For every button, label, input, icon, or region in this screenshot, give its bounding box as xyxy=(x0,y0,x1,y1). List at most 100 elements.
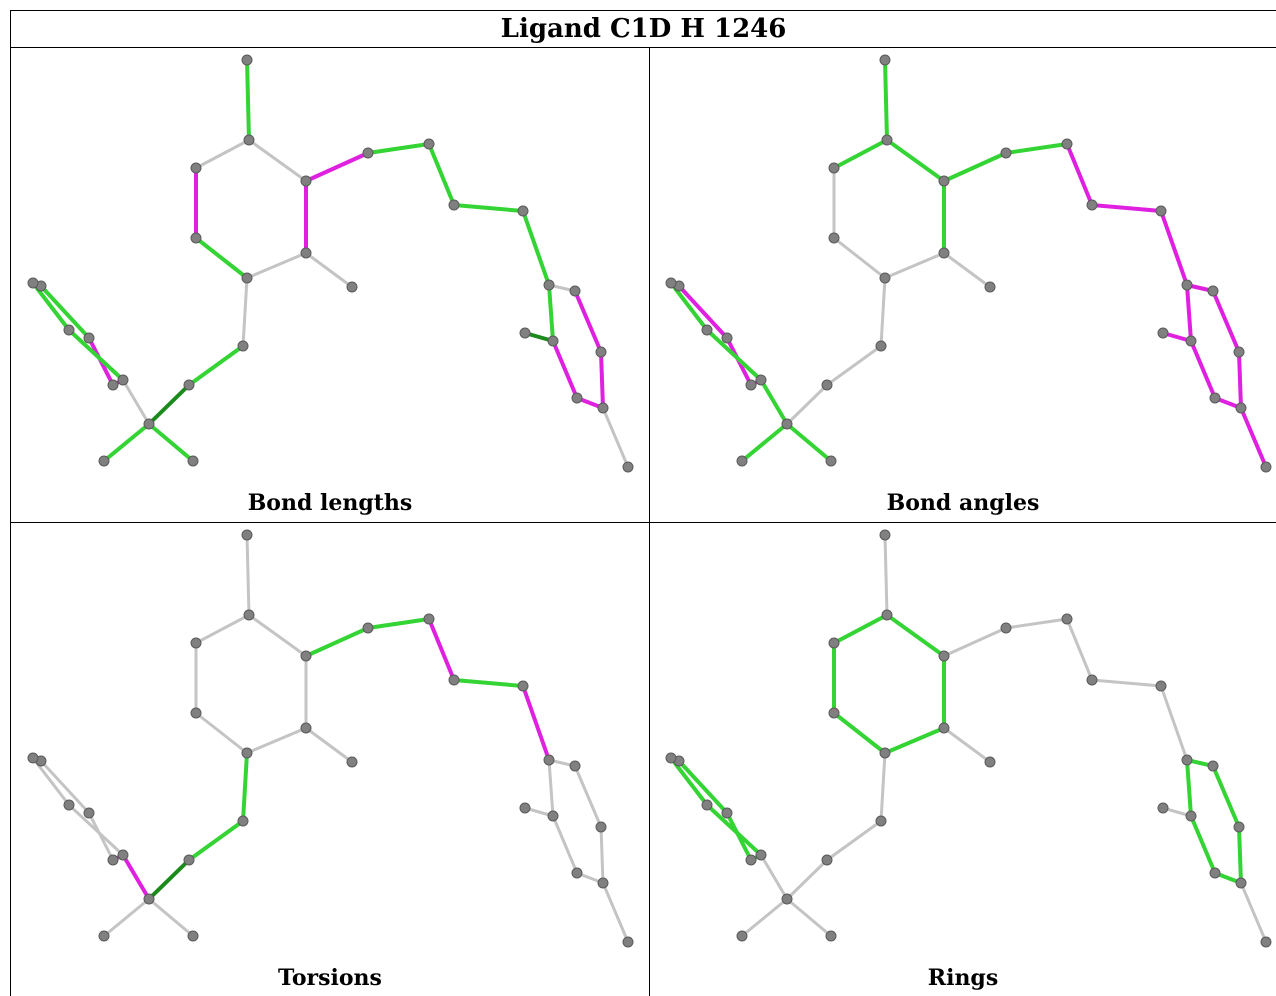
bond-19 xyxy=(1239,881,1268,944)
atom-17 xyxy=(519,802,531,814)
atom-3 xyxy=(828,707,840,719)
bond-6 xyxy=(247,138,308,183)
atom-2 xyxy=(190,637,202,649)
bond-32 xyxy=(705,803,763,857)
atom-9 xyxy=(448,674,460,686)
atom-15 xyxy=(1209,392,1221,404)
caption-torsions: Torsions xyxy=(278,965,382,991)
bond-16 xyxy=(1189,339,1217,400)
atom-21 xyxy=(183,379,195,391)
bond-16 xyxy=(1189,814,1217,875)
atom-9 xyxy=(448,199,460,211)
figure-title: Ligand C1D H 1246 xyxy=(10,10,1276,48)
atom-19 xyxy=(346,281,358,293)
atom-16 xyxy=(547,335,559,347)
bond-7 xyxy=(304,626,370,658)
bond-21 xyxy=(879,751,887,823)
atom-13 xyxy=(595,821,607,833)
atom-6 xyxy=(300,175,312,187)
bond-3 xyxy=(832,236,887,280)
atom-10 xyxy=(1155,680,1167,692)
atom-16 xyxy=(547,810,559,822)
atom-8 xyxy=(1061,138,1073,150)
bond-14 xyxy=(1237,825,1243,885)
bond-25 xyxy=(785,422,833,463)
atom-5 xyxy=(300,722,312,734)
bond-24 xyxy=(102,422,151,463)
atom-24 xyxy=(825,930,837,942)
atom-0 xyxy=(879,529,891,541)
atom-6 xyxy=(938,175,950,187)
atom-12 xyxy=(1207,760,1219,772)
atom-12 xyxy=(569,285,581,297)
atom-26 xyxy=(745,379,757,391)
bond-11 xyxy=(1159,684,1189,762)
atom-21 xyxy=(183,854,195,866)
atom-12 xyxy=(569,760,581,772)
atom-27 xyxy=(83,807,95,819)
bond-4 xyxy=(245,251,308,280)
atom-26 xyxy=(745,854,757,866)
atom-27 xyxy=(721,807,733,819)
atom-22 xyxy=(143,418,155,430)
atom-25 xyxy=(755,849,767,861)
bond-7 xyxy=(304,151,370,183)
bond-19 xyxy=(1239,406,1268,469)
bond-10 xyxy=(452,203,525,213)
atom-25 xyxy=(117,849,129,861)
bond-22 xyxy=(187,819,245,862)
bond-11 xyxy=(521,684,551,762)
bond-20 xyxy=(304,726,354,764)
atom-1 xyxy=(243,134,255,146)
bond-32 xyxy=(67,803,125,857)
bond-29 xyxy=(677,284,729,340)
atom-22 xyxy=(143,893,155,905)
atom-3 xyxy=(190,707,202,719)
atom-4 xyxy=(879,272,891,284)
atom-14 xyxy=(597,402,609,414)
bond-23 xyxy=(147,858,191,901)
caption-rings: Rings xyxy=(927,965,999,991)
atom-23 xyxy=(98,455,110,467)
atom-11 xyxy=(543,279,555,291)
bond-14 xyxy=(599,825,605,885)
atom-14 xyxy=(1235,877,1247,889)
bond-24 xyxy=(740,422,789,463)
atom-21 xyxy=(821,854,833,866)
bond-14 xyxy=(599,350,605,410)
atom-25 xyxy=(117,374,129,386)
atom-10 xyxy=(517,205,529,217)
atom-7 xyxy=(1000,147,1012,159)
atom-24 xyxy=(187,455,199,467)
bond-23 xyxy=(785,383,829,426)
atom-10 xyxy=(517,680,529,692)
atom-4 xyxy=(241,272,253,284)
bond-10 xyxy=(452,678,525,688)
atom-29 xyxy=(27,277,39,289)
atom-30 xyxy=(63,799,75,811)
bond-19 xyxy=(601,406,630,469)
bond-3 xyxy=(194,236,249,280)
panel-bond-angles: Bond angles xyxy=(649,48,1276,523)
panel-torsions: Torsions xyxy=(10,523,649,996)
bond-26 xyxy=(759,378,789,426)
atom-9 xyxy=(1086,674,1098,686)
atom-27 xyxy=(721,332,733,344)
atom-7 xyxy=(1000,622,1012,634)
caption-bond-lengths: Bond lengths xyxy=(247,490,413,516)
atom-19 xyxy=(984,756,996,768)
atom-17 xyxy=(519,327,531,339)
bond-21 xyxy=(879,276,887,348)
atom-9 xyxy=(1086,199,1098,211)
bond-9 xyxy=(427,142,456,207)
bond-4 xyxy=(883,251,946,280)
atom-0 xyxy=(241,529,253,541)
bond-23 xyxy=(147,383,191,426)
bond-17 xyxy=(1185,283,1193,343)
bond-6 xyxy=(885,138,946,183)
atom-4 xyxy=(241,747,253,759)
atom-18 xyxy=(1260,461,1272,473)
molecule-bond-lengths xyxy=(27,54,634,473)
atom-8 xyxy=(423,613,435,625)
bond-17 xyxy=(547,283,555,343)
